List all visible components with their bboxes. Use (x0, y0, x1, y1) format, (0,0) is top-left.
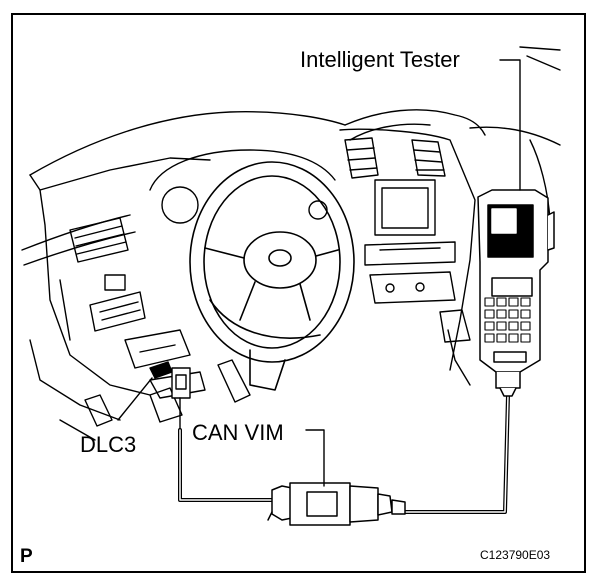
dashboard-outline (21, 46, 561, 441)
intelligent-tester-label: Intelligent Tester (300, 47, 460, 72)
instrument-cluster (149, 149, 336, 224)
steering-wheel (189, 161, 355, 391)
leader-lines (305, 59, 521, 487)
dlc3-connector (117, 361, 191, 431)
can-vim-box (267, 482, 406, 526)
dlc3-label: DLC3 (80, 432, 137, 457)
pedals (84, 359, 251, 427)
can-vim-label: CAN VIM (192, 420, 284, 445)
corner-marker: P (20, 546, 33, 567)
left-air-vent (59, 217, 146, 341)
center-console (339, 128, 476, 386)
intelligent-tester-device (477, 189, 555, 397)
figure-code: C123790E03 (480, 548, 551, 562)
lexus-logo-icon (268, 249, 292, 267)
